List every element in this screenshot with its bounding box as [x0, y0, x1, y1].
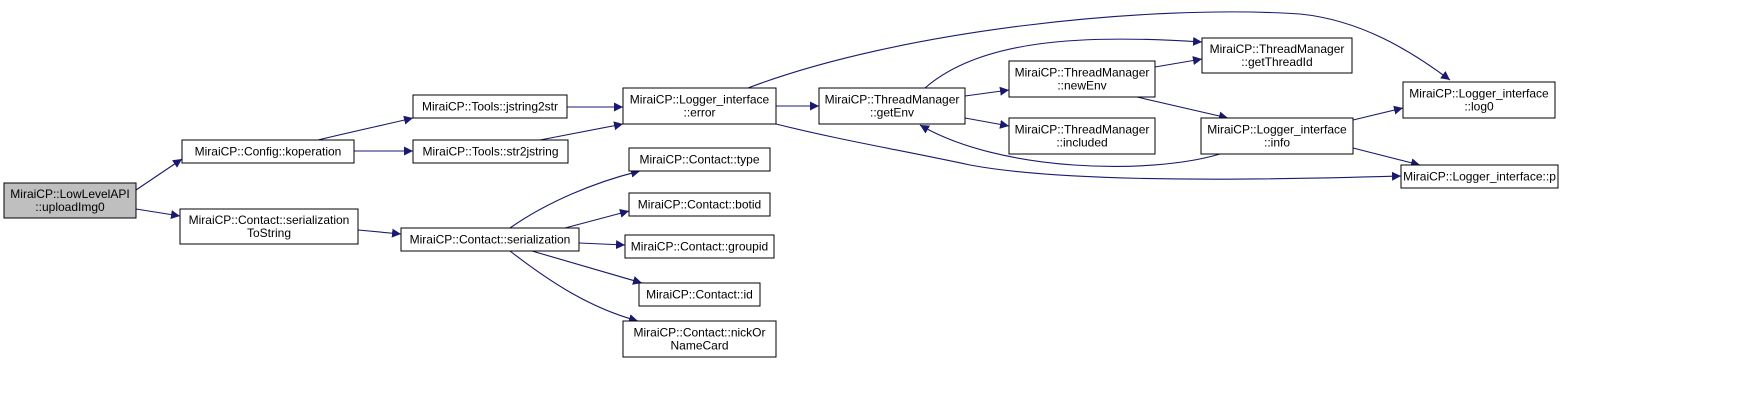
- graph-node-n17[interactable]: MiraiCP::Logger_interface::info: [1200, 117, 1354, 155]
- edge-n6-to-n8: [509, 168, 641, 229]
- node-label: MiraiCP::LowLevelAPI: [10, 187, 129, 201]
- graph-node-n18[interactable]: MiraiCP::Logger_interface::log0: [1402, 81, 1556, 119]
- node-box[interactable]: [1402, 81, 1556, 119]
- edge-n5-to-n7: [539, 121, 624, 141]
- edge-n1-to-n3: [135, 208, 181, 220]
- node-label: MiraiCP::Tools::str2jstring: [422, 145, 558, 159]
- edge-n2-to-n4: [317, 115, 414, 141]
- graph-node-n7[interactable]: MiraiCP::Logger_interface::error: [622, 87, 777, 125]
- graph-node-n5[interactable]: MiraiCP::Tools::str2jstring: [412, 139, 569, 164]
- graph-node-n8[interactable]: MiraiCP::Contact::type: [628, 147, 771, 172]
- node-label: ToString: [247, 226, 291, 240]
- node-box[interactable]: [1008, 117, 1156, 155]
- node-label: MiraiCP::Contact::nickOr: [633, 326, 765, 340]
- node-box[interactable]: [638, 282, 761, 307]
- graph-node-n13[interactable]: MiraiCP::ThreadManager::getEnv: [818, 87, 966, 125]
- node-box[interactable]: [1400, 164, 1559, 189]
- node-label: ::getThreadId: [1241, 55, 1312, 69]
- node-box[interactable]: [628, 192, 771, 217]
- node-label: MiraiCP::Logger_interface: [630, 93, 770, 107]
- edge-n3-to-n6: [357, 228, 402, 238]
- edge-n13-to-n15: [964, 117, 1010, 129]
- node-label: MiraiCP::Contact::type: [639, 153, 759, 167]
- edge-n7-to-n19: [775, 123, 1402, 181]
- edge-n6-to-n9: [564, 208, 630, 229]
- node-label: ::included: [1056, 136, 1107, 150]
- graph-node-n10[interactable]: MiraiCP::Contact::groupid: [624, 234, 775, 259]
- edge-layer: [135, 11, 1451, 323]
- node-label: MiraiCP::Logger_interface: [1207, 123, 1347, 137]
- graph-node-n16[interactable]: MiraiCP::ThreadManager::getThreadId: [1201, 37, 1353, 74]
- node-box[interactable]: [412, 94, 568, 119]
- edge-n17-to-n19: [1352, 147, 1421, 168]
- edge-n6-to-n10: [578, 240, 626, 250]
- node-box[interactable]: [1200, 117, 1354, 155]
- edge-n17-to-n13: [919, 124, 1221, 167]
- node-label: MiraiCP::ThreadManager: [825, 93, 960, 107]
- node-box[interactable]: [181, 139, 355, 164]
- graph-node-n6[interactable]: MiraiCP::Contact::serialization: [400, 227, 580, 252]
- node-box[interactable]: [818, 87, 966, 125]
- node-label: ::log0: [1464, 100, 1494, 114]
- edge-n6-to-n11: [531, 250, 643, 285]
- graph-node-n11[interactable]: MiraiCP::Contact::id: [638, 282, 761, 307]
- graph-node-n9[interactable]: MiraiCP::Contact::botid: [628, 192, 771, 217]
- node-label: MiraiCP::ThreadManager: [1015, 123, 1150, 137]
- graph-node-n14[interactable]: MiraiCP::ThreadManager::newEnv: [1008, 60, 1156, 98]
- edge-n13-to-n16: [924, 36, 1203, 89]
- node-box[interactable]: [628, 147, 771, 172]
- node-box[interactable]: [622, 320, 777, 358]
- graph-node-n1[interactable]: MiraiCP::LowLevelAPI::uploadImg0: [3, 182, 137, 219]
- node-box[interactable]: [624, 234, 775, 259]
- graph-node-n2[interactable]: MiraiCP::Config::koperation: [181, 139, 355, 164]
- node-label: MiraiCP::Tools::jstring2str: [422, 100, 558, 114]
- edge-n1-to-n2: [135, 158, 183, 191]
- node-label: MiraiCP::Config::koperation: [195, 145, 342, 159]
- node-label: MiraiCP::Logger_interface: [1409, 87, 1549, 101]
- edge-n14-to-n16: [1154, 56, 1203, 68]
- graph-node-n15[interactable]: MiraiCP::ThreadManager::included: [1008, 117, 1156, 155]
- edge-n14-to-n17: [1136, 96, 1229, 121]
- node-layer: MiraiCP::LowLevelAPI::uploadImg0MiraiCP:…: [3, 37, 1559, 358]
- graph-node-n4[interactable]: MiraiCP::Tools::jstring2str: [412, 94, 568, 119]
- node-box[interactable]: [179, 208, 359, 245]
- node-label: ::uploadImg0: [35, 200, 105, 214]
- node-label: ::newEnv: [1057, 79, 1106, 93]
- node-box[interactable]: [412, 139, 569, 164]
- node-label: ::error: [683, 106, 715, 120]
- node-label: NameCard: [670, 339, 728, 353]
- node-label: ::info: [1264, 136, 1290, 150]
- edge-n17-to-n18: [1352, 105, 1404, 121]
- node-box[interactable]: [1008, 60, 1156, 98]
- node-label: MiraiCP::Contact::groupid: [631, 240, 768, 254]
- node-label: MiraiCP::Contact::serialization: [189, 213, 350, 227]
- node-label: MiraiCP::Contact::botid: [638, 198, 761, 212]
- edge-n13-to-n14: [964, 86, 1010, 97]
- node-box[interactable]: [3, 182, 137, 219]
- node-label: ::getEnv: [870, 106, 914, 120]
- node-label: MiraiCP::ThreadManager: [1015, 66, 1150, 80]
- node-label: MiraiCP::Contact::id: [646, 288, 753, 302]
- node-box[interactable]: [400, 227, 580, 252]
- edge-n7-to-n18: [747, 11, 1451, 89]
- edge-n6-to-n12: [509, 250, 639, 323]
- node-label: MiraiCP::Logger_interface::p: [1403, 170, 1556, 184]
- node-box[interactable]: [622, 87, 777, 125]
- node-box[interactable]: [1201, 37, 1353, 74]
- node-label: MiraiCP::ThreadManager: [1210, 42, 1345, 56]
- node-label: MiraiCP::Contact::serialization: [410, 233, 571, 247]
- graph-node-n19[interactable]: MiraiCP::Logger_interface::p: [1400, 164, 1559, 189]
